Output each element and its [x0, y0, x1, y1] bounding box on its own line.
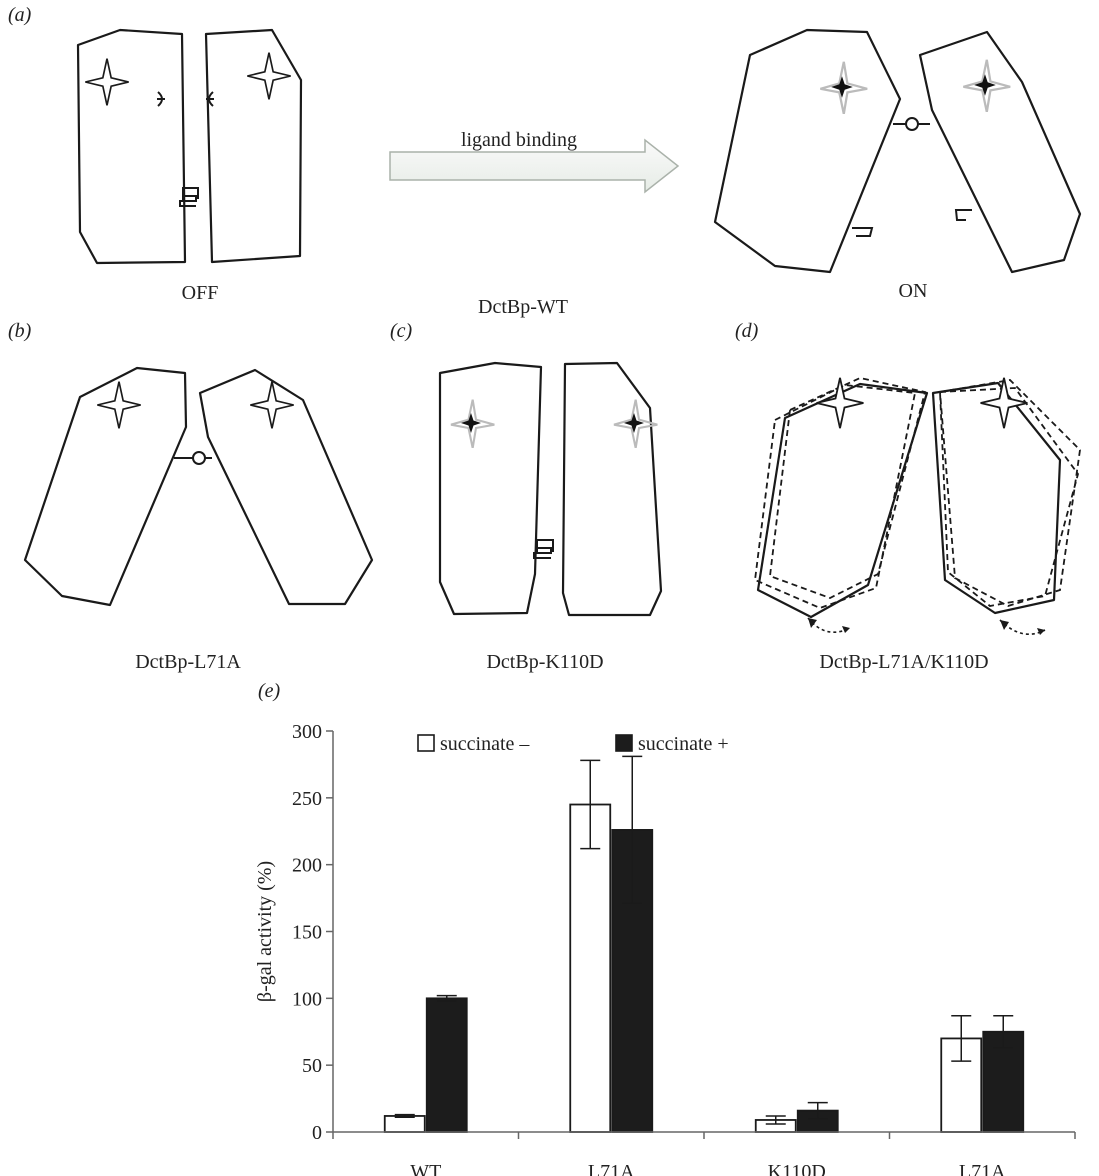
- x-category-label: L71A: [959, 1161, 1006, 1176]
- x-category-label: K110D: [768, 1161, 826, 1176]
- y-axis-label: β-gal activity (%): [254, 861, 276, 1002]
- y-tick-label: 100: [292, 988, 322, 1010]
- y-tick-label: 0: [312, 1122, 322, 1144]
- bar-succinate-minus: [570, 805, 610, 1132]
- y-tick-label: 200: [292, 855, 322, 877]
- y-tick-label: 50: [302, 1055, 322, 1077]
- legend-label-succinate-minus: succinate –: [440, 733, 530, 755]
- bar-succinate-plus: [427, 998, 467, 1132]
- x-category-label: L71A: [588, 1161, 635, 1176]
- legend-swatch-succinate-plus: [616, 735, 632, 751]
- y-tick-label: 250: [292, 788, 322, 810]
- y-tick-label: 150: [292, 922, 322, 944]
- x-category-label: WT: [410, 1161, 441, 1176]
- bar-succinate-minus: [385, 1116, 425, 1132]
- legend-swatch-succinate-minus: [418, 735, 434, 751]
- legend-label-succinate-plus: succinate +: [638, 733, 729, 755]
- y-tick-label: 300: [292, 721, 322, 743]
